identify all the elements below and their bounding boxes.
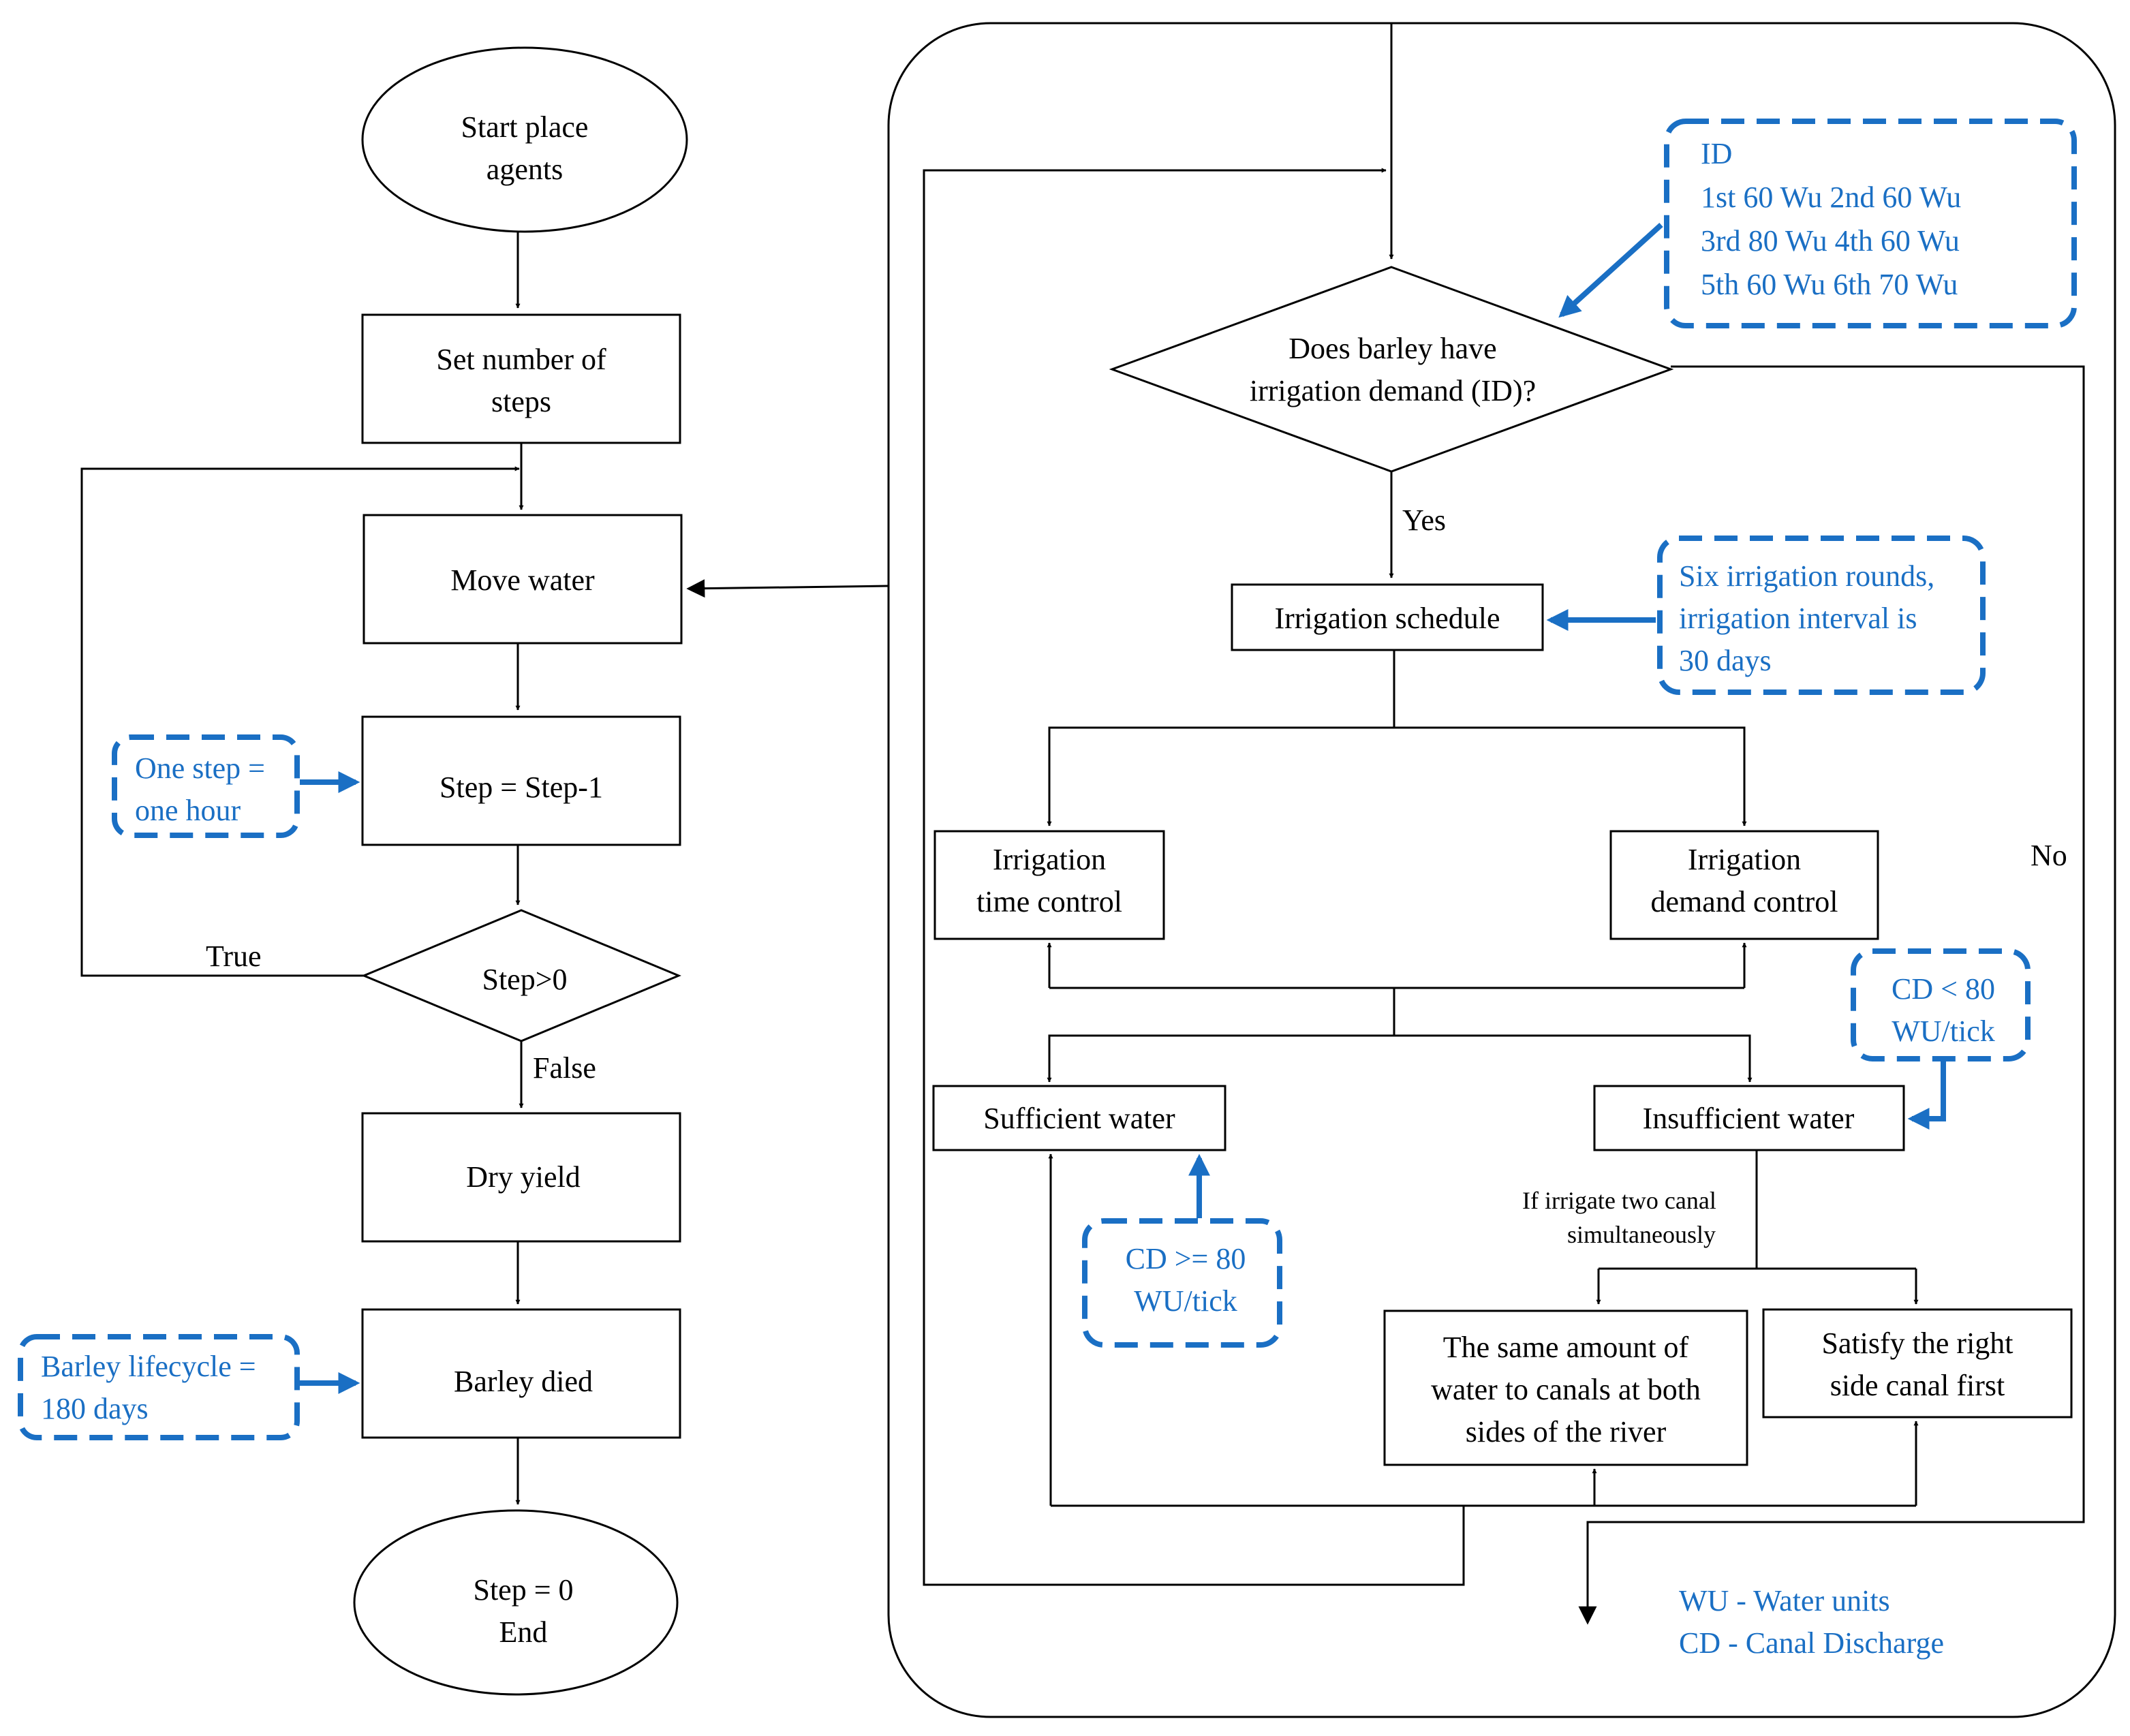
- id-question-line-2: irrigation demand (ID)?: [1250, 374, 1536, 407]
- legend-wu: WU - Water units: [1679, 1584, 1890, 1617]
- move-water-label: Move water: [450, 563, 595, 597]
- right-first-box: Satisfy the right side canal first: [1762, 1308, 2073, 1419]
- end-node: Step = 0 End: [353, 1509, 679, 1696]
- note-cd-low-line-1: CD < 80: [1892, 972, 1995, 1006]
- arrow-sub-to-move-water: [686, 579, 889, 598]
- same-amount-line-2: water to canals at both: [1431, 1373, 1701, 1406]
- start-line-1: Start place: [461, 110, 589, 144]
- dry-yield-box: Dry yield: [361, 1112, 681, 1243]
- barley-died-box: Barley died: [361, 1308, 681, 1439]
- svg-text:Six irrigation rounds,irrigati: Six irrigation rounds, irrigation interva…: [1679, 559, 1934, 677]
- line-split-controls: [1048, 726, 1746, 824]
- insufficient-water-box: Insufficient water: [1593, 1085, 1905, 1151]
- time-control-line-1: Irrigation: [993, 843, 1106, 876]
- legend-cd: CD - Canal Discharge: [1679, 1626, 1944, 1660]
- note-id-line-2: 1st 60 Wu 2nd 60 Wu: [1701, 181, 1961, 214]
- note-six-rounds: Six irrigation rounds, irrigation interva…: [1657, 536, 1986, 695]
- svg-text:Barley lifecycle =180 days: Barley lifecycle = 180 days: [41, 1350, 256, 1425]
- label-two-canal-line-1: If irrigate two canal: [1522, 1187, 1716, 1214]
- step-decrement-box: Step = Step-1: [361, 715, 681, 846]
- note-lifecycle: Barley lifecycle = 180 days: [18, 1334, 300, 1440]
- sufficient-water-label: Sufficient water: [983, 1102, 1175, 1135]
- note-cd-high: CD >= 80 WU/tick: [1082, 1218, 1282, 1348]
- note-one-step-line-1: One step =: [135, 751, 265, 785]
- id-question-line-1: Does barley have: [1288, 332, 1496, 365]
- same-amount-box: The same amount of water to canals at bot…: [1383, 1309, 1748, 1466]
- arrow-no-branch: [1578, 365, 2085, 1625]
- line-split-water: [1048, 1034, 1751, 1081]
- arrow-note-id: [1558, 223, 1663, 318]
- demand-control-line-1: Irrigation: [1688, 843, 1801, 876]
- demand-control-line-2: demand control: [1651, 885, 1838, 918]
- note-six-rounds-line-3: 30 days: [1679, 644, 1772, 677]
- end-line-1: Step = 0: [473, 1573, 573, 1607]
- irrigation-subprocess-frame: [887, 22, 2116, 1718]
- barley-died-label: Barley died: [454, 1365, 593, 1398]
- svg-text:One step =one hour: One step = one hour: [135, 751, 265, 827]
- time-control-line-2: time control: [976, 885, 1122, 918]
- start-line-2: agents: [487, 153, 563, 186]
- right-first-line-2: side canal first: [1830, 1369, 2005, 1402]
- set-steps-line-1: Set number of: [436, 343, 606, 376]
- note-cd-low: CD < 80 WU/tick: [1851, 948, 2031, 1061]
- legend: WU - Water units CD - Canal Discharge: [1679, 1584, 1944, 1660]
- end-line-2: End: [499, 1615, 548, 1649]
- note-one-step-line-2: one hour: [135, 794, 241, 827]
- step-check-diamond: Step>0: [361, 909, 681, 1042]
- note-six-rounds-line-2: irrigation interval is: [1679, 602, 1917, 635]
- label-two-canal-line-2: simultaneously: [1567, 1221, 1716, 1248]
- note-id-line-3: 3rd 80 Wu 4th 60 Wu: [1701, 224, 1960, 258]
- note-cd-low-line-2: WU/tick: [1892, 1014, 1995, 1048]
- note-id-values: ID 1st 60 Wu 2nd 60 Wu 3rd 80 Wu 4th 60 Wu…: [1664, 119, 2077, 328]
- id-question-diamond: Does barley have irrigation demand (ID)?: [1109, 266, 1674, 473]
- sufficient-water-box: Sufficient water: [932, 1085, 1226, 1151]
- note-id-line-1: ID: [1701, 137, 1732, 170]
- label-yes: Yes: [1402, 503, 1446, 537]
- label-true: True: [206, 940, 262, 973]
- note-one-step: One step = one hour: [112, 734, 300, 838]
- arrow-return-loop: [923, 168, 1465, 1586]
- irrigation-schedule-label: Irrigation schedule: [1274, 602, 1500, 635]
- insufficient-water-label: Insufficient water: [1643, 1102, 1855, 1135]
- irrigation-schedule-box: Irrigation schedule: [1231, 583, 1544, 651]
- label-no: No: [2031, 839, 2067, 872]
- start-node: Start place agents: [361, 46, 688, 233]
- note-id-line-4: 5th 60 Wu 6th 70 Wu: [1701, 268, 1958, 301]
- set-steps-line-2: steps: [491, 385, 551, 418]
- right-first-line-1: Satisfy the right: [1821, 1327, 2013, 1360]
- same-amount-line-3: sides of the river: [1466, 1415, 1667, 1448]
- note-lifecycle-line-2: 180 days: [41, 1392, 149, 1425]
- note-six-rounds-line-1: Six irrigation rounds,: [1679, 559, 1934, 593]
- move-water-box: Move water: [362, 514, 683, 645]
- label-false: False: [533, 1051, 596, 1085]
- note-lifecycle-line-1: Barley lifecycle =: [41, 1350, 256, 1383]
- step-check-label: Step>0: [482, 963, 567, 996]
- arrow-note-cd-low: [1907, 1059, 1946, 1130]
- note-cd-high-line-2: WU/tick: [1134, 1284, 1237, 1318]
- step-decrement-label: Step = Step-1: [439, 771, 603, 804]
- time-control-box: Irrigation time control: [933, 830, 1165, 940]
- set-steps-box: Set number of steps: [361, 313, 681, 444]
- demand-control-box: Irrigation demand control: [1609, 830, 1879, 940]
- same-amount-line-1: The same amount of: [1443, 1331, 1689, 1364]
- label-two-canal: If irrigate two canal simultaneously: [1522, 1187, 1716, 1248]
- arrow-true-loop: [80, 466, 520, 977]
- dry-yield-label: Dry yield: [466, 1160, 580, 1194]
- note-cd-high-line-1: CD >= 80: [1126, 1242, 1246, 1275]
